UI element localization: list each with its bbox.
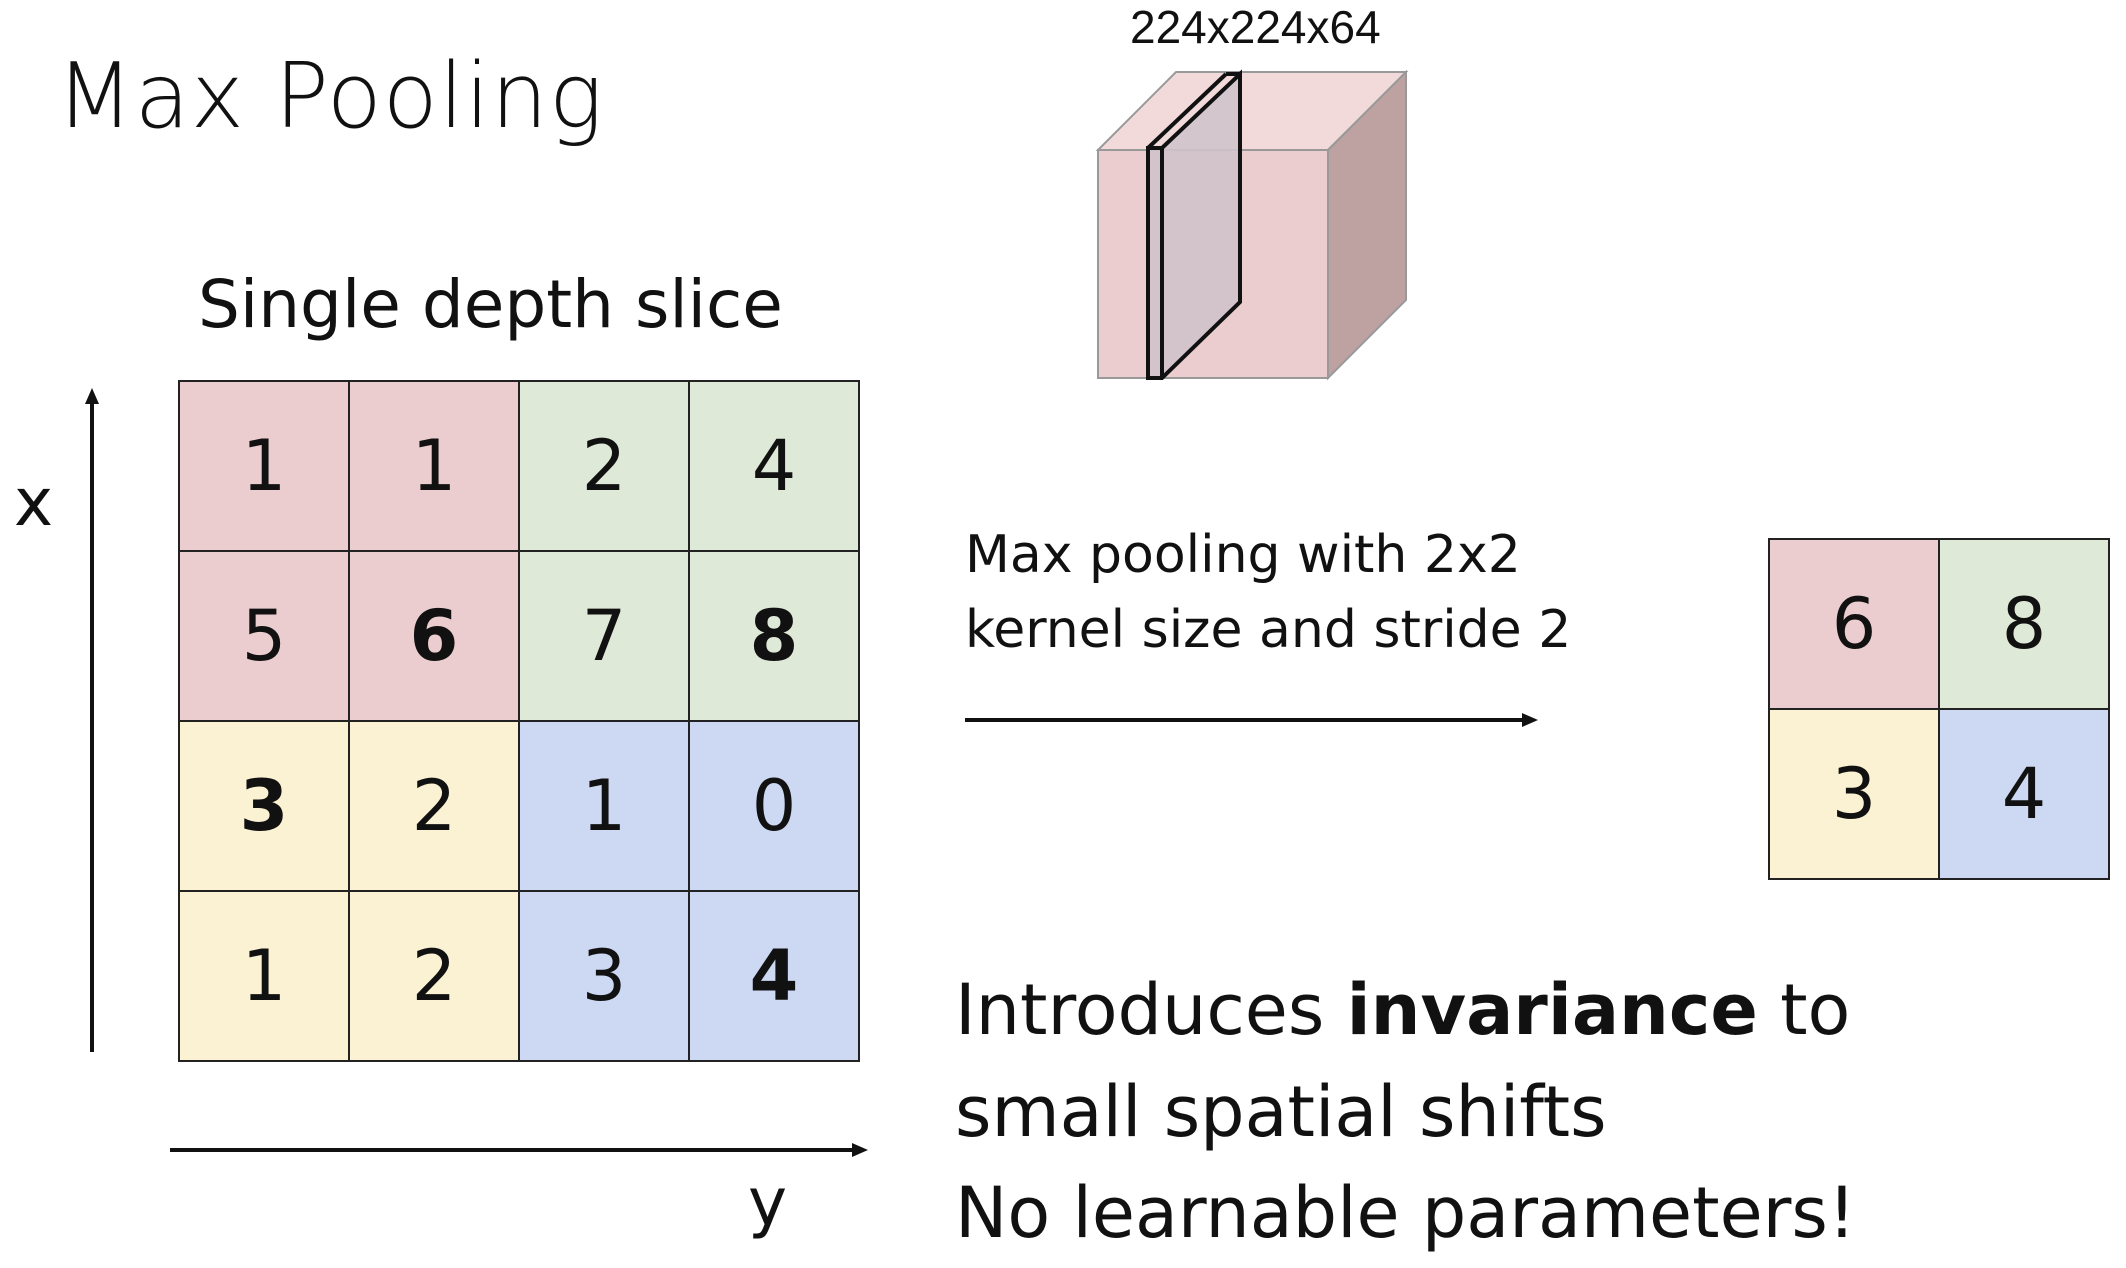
input-grid-cell: 2 <box>350 892 520 1062</box>
input-grid-cell: 1 <box>180 892 350 1062</box>
axis-y-label: y <box>748 1164 788 1241</box>
input-grid-cell: 4 <box>690 892 860 1062</box>
output-grid-cell: 3 <box>1770 710 1940 880</box>
output-grid-cell: 6 <box>1770 540 1940 710</box>
operation-caption-line: kernel size and stride 2 <box>965 600 1572 661</box>
axis-x-label: x <box>14 464 54 541</box>
note-line-invariance: Introduces invariance to <box>955 969 1851 1051</box>
note-line-parameters: No learnable parameters! <box>955 1172 1856 1254</box>
operation-caption: Max pooling with 2x2 kernel size and str… <box>965 518 1571 669</box>
volume-dimension-label: 224x224x64 <box>1130 1 1381 53</box>
input-grid-cell: 2 <box>350 722 520 892</box>
invariance-emphasis: invariance <box>1346 969 1758 1051</box>
note-line-shifts: small spatial shifts <box>955 1070 1607 1153</box>
input-grid-cell: 1 <box>180 382 350 552</box>
page-title: Max Pooling <box>56 44 604 149</box>
input-grid-cell: 1 <box>350 382 520 552</box>
input-grid-cell: 0 <box>690 722 860 892</box>
input-grid-cell: 3 <box>520 892 690 1062</box>
input-grid-cell: 4 <box>690 382 860 552</box>
output-grid-cell: 4 <box>1940 710 2110 880</box>
output-grid-cell: 8 <box>1940 540 2110 710</box>
notes: Introduces invariance to small spatial s… <box>955 960 1856 1265</box>
input-grid-cell: 6 <box>350 552 520 722</box>
input-grid-cell: 8 <box>690 552 860 722</box>
input-grid-cell: 1 <box>520 722 690 892</box>
input-grid-cell: 3 <box>180 722 350 892</box>
input-grid-cell: 7 <box>520 552 690 722</box>
slice-label: Single depth slice <box>198 266 783 343</box>
input-grid-cell: 5 <box>180 552 350 722</box>
input-grid-cell: 2 <box>520 382 690 552</box>
operation-caption-line: Max pooling with 2x2 <box>965 525 1521 585</box>
